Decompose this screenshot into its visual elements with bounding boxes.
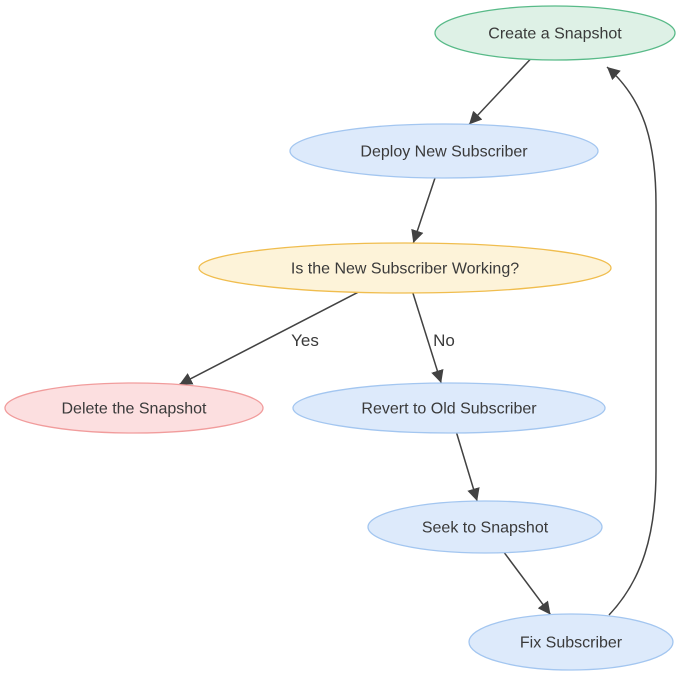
node-shape-create-snapshot (434, 5, 676, 61)
node-label-create-snapshot: Create a Snapshot (488, 26, 622, 43)
flow-node-delete-snapshot: Delete the Snapshot (4, 382, 264, 434)
flow-edge-create-snapshot-to-deploy-new (468, 58, 531, 125)
flow-edge-deploy-new-to-is-working (411, 177, 436, 244)
node-shape-delete-snapshot (4, 382, 264, 434)
node-shape-fix-subscriber (468, 613, 674, 671)
flow-node-seek-snapshot: Seek to Snapshot (367, 500, 603, 554)
node-shape-seek-snapshot (367, 500, 603, 554)
edge-label-yes: Yes (291, 331, 319, 350)
node-label-delete-snapshot: Delete the Snapshot (62, 401, 208, 418)
flow-node-fix-subscriber: Fix Subscriber (468, 613, 674, 671)
node-shape-deploy-new (289, 123, 599, 179)
node-shape-is-working (198, 242, 612, 294)
node-label-revert-old: Revert to Old Subscriber (361, 401, 537, 418)
flow-edge-seek-snapshot-to-fix-subscriber (503, 552, 552, 616)
node-label-seek-snapshot: Seek to Snapshot (422, 520, 549, 537)
node-label-is-working: Is the New Subscriber Working? (291, 261, 519, 278)
flow-node-deploy-new: Deploy New Subscriber (289, 123, 599, 179)
flow-edge-is-working-to-revert-old (412, 292, 444, 384)
node-shape-revert-old (292, 382, 606, 434)
flow-node-create-snapshot: Create a Snapshot (434, 5, 676, 61)
flow-node-revert-old: Revert to Old Subscriber (292, 382, 606, 434)
flow-edge-revert-old-to-seek-snapshot (455, 432, 480, 502)
flow-node-is-working: Is the New Subscriber Working? (198, 242, 612, 294)
flow-edge-is-working-to-delete-snapshot (178, 291, 359, 386)
node-label-fix-subscriber: Fix Subscriber (520, 635, 623, 652)
edge-label-no: No (433, 331, 455, 350)
flow-edge-fix-subscriber-to-create-snapshot (606, 66, 657, 616)
node-label-deploy-new: Deploy New Subscriber (360, 144, 528, 161)
